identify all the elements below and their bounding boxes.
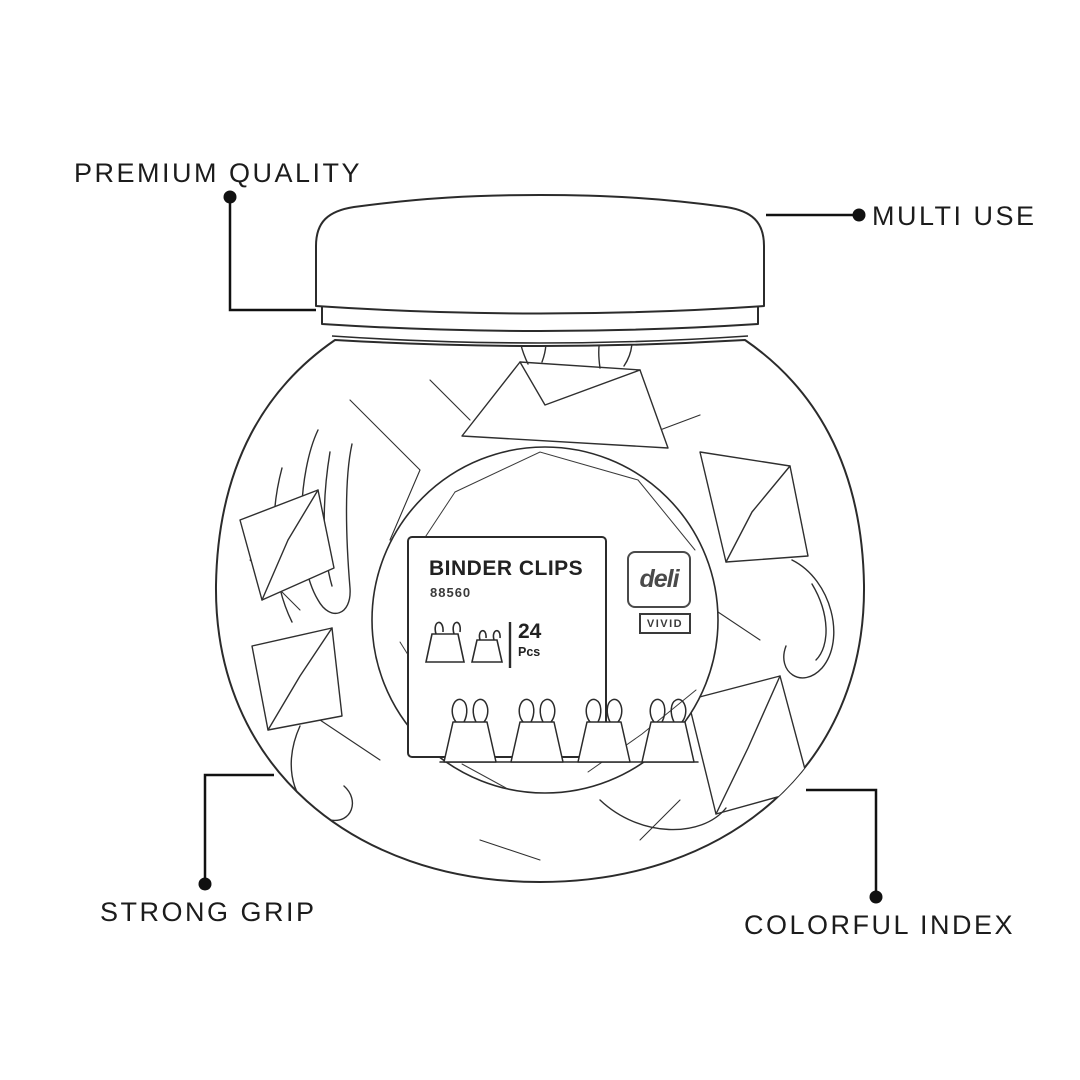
callout-line-premium-quality: [228, 197, 316, 312]
series-badge: VIVID: [639, 613, 691, 634]
series-badge-text: VIVID: [646, 617, 684, 630]
callout-line-colorful-index: [806, 788, 878, 897]
callout-dot-colorful-index: [869, 890, 883, 904]
callout-dots: [198, 190, 883, 904]
callout-lines: [203, 197, 878, 897]
callout-dot-strong-grip: [198, 877, 212, 891]
piece-count-unit: Pcs: [518, 645, 541, 659]
callout-colorful-index: COLORFUL INDEX: [744, 910, 1016, 940]
binder-clip-right: [699, 451, 835, 679]
jar-lid: [315, 194, 765, 344]
row-clip-4: [641, 698, 695, 763]
callout-premium-quality: PREMIUM QUALITY: [74, 158, 363, 188]
jar-lid-lip: [321, 306, 759, 332]
product-name: BINDER CLIPS: [429, 557, 584, 580]
clip-icon-small: [470, 629, 504, 663]
clip-icon-large: [425, 621, 465, 663]
product-sku: 88560: [430, 585, 472, 600]
binder-clip-lower-left: [251, 627, 354, 822]
brand-logo: deli: [627, 551, 691, 608]
callout-dot-premium-quality: [223, 190, 237, 204]
callout-line-strong-grip: [203, 773, 274, 884]
label-card: [407, 536, 607, 758]
callout-strong-grip: STRONG GRIP: [100, 897, 317, 927]
piece-count: 24: [518, 620, 542, 643]
binder-clip-left: [239, 489, 335, 601]
callout-multi-use: MULTI USE: [872, 201, 1037, 231]
jar-neck-rim: [331, 335, 749, 344]
callout-dot-multi-use: [852, 208, 866, 222]
row-clip-2: [510, 698, 564, 763]
binder-clips-contents: [239, 340, 835, 861]
row-clip-3: [577, 698, 631, 763]
binder-clip-top: [461, 340, 669, 449]
row-clip-1: [443, 698, 497, 763]
brand-logo-text: deli: [639, 565, 679, 593]
clips-row: [439, 698, 699, 763]
